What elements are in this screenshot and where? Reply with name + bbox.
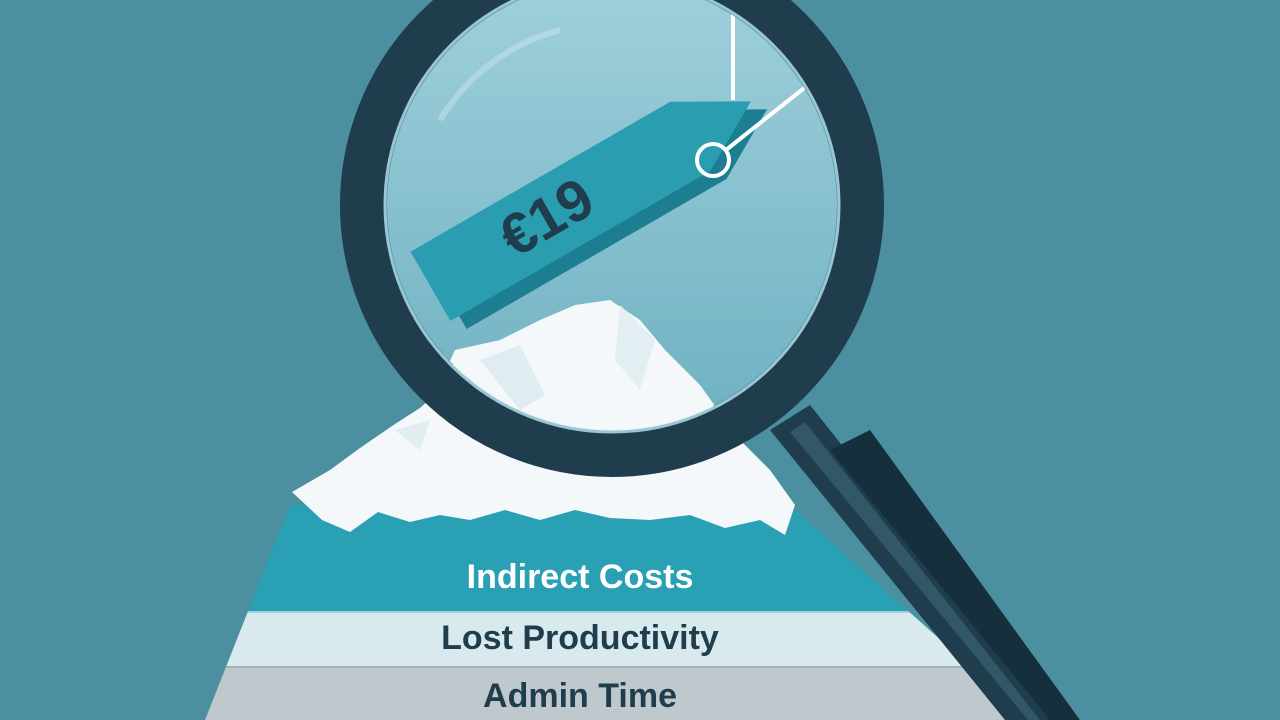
magnifying-glass-icon: €19 [340, 0, 1080, 720]
lost-productivity-label: Lost Productivity [441, 619, 719, 657]
magnifier-rim [340, 0, 884, 477]
light-band [205, 612, 1030, 667]
indirect-costs-label: Indirect Costs [467, 558, 694, 596]
grey-band [205, 667, 1030, 720]
price-tag-icon: €19 [410, 101, 768, 329]
tag-hole [695, 142, 731, 178]
admin-time-label: Admin Time [483, 677, 677, 715]
magnifier-handle [770, 405, 1080, 720]
